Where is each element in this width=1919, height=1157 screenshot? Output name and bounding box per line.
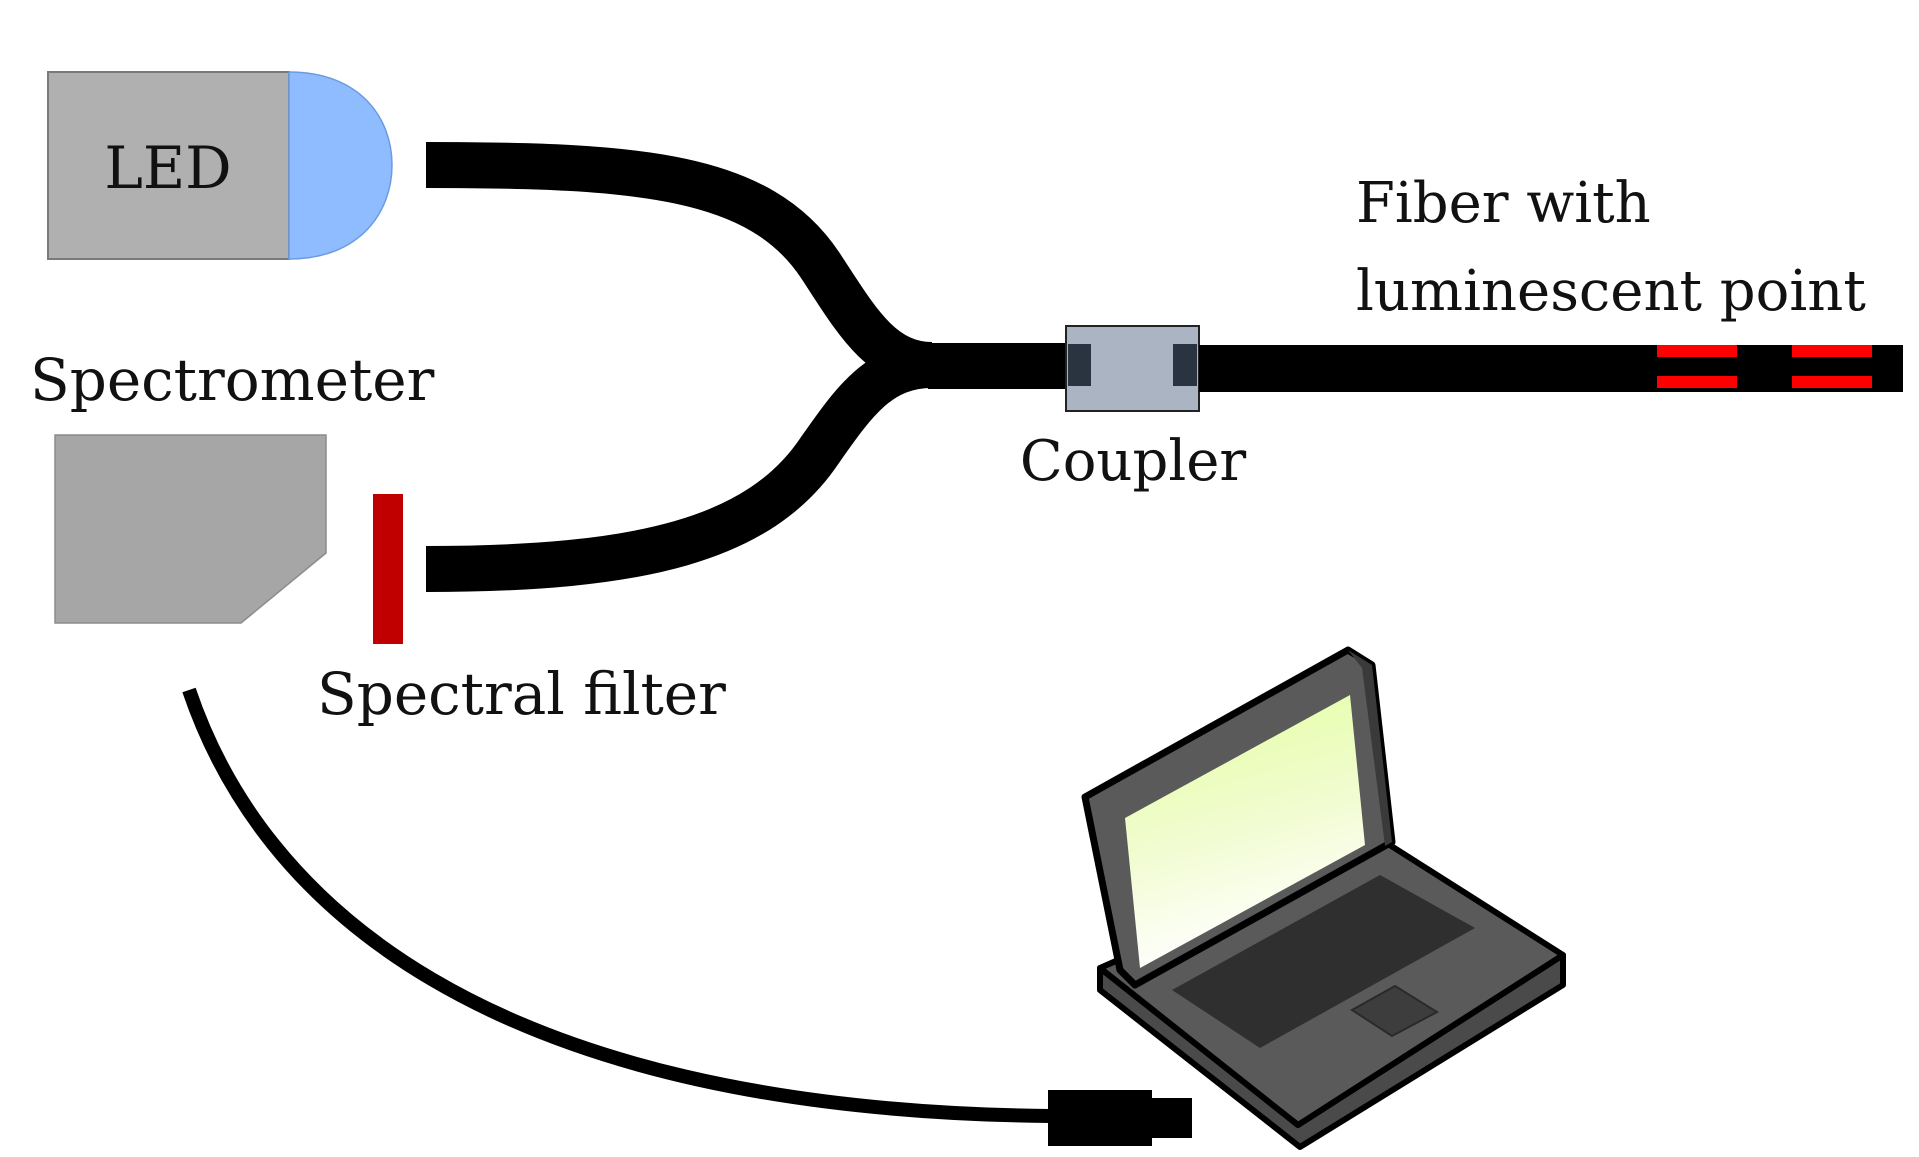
laptop-lid-edge — [1348, 650, 1392, 846]
laptop-keyboard — [1172, 875, 1475, 1048]
led-label: LED — [104, 134, 231, 202]
luminescent-point-1 — [1657, 345, 1737, 388]
coupler-port-right — [1173, 344, 1197, 386]
laptop-touchpad — [1350, 984, 1440, 1038]
spectral-filter-label: Spectral filter — [317, 660, 726, 728]
fiber-branch-upper — [425, 142, 934, 388]
bifurcated-fiber — [425, 142, 934, 592]
spectrometer-label: Spectrometer — [30, 346, 435, 414]
usb-cable — [182, 687, 1192, 1146]
usb-connector-plug — [1150, 1098, 1192, 1138]
fiber-label-line2: luminescent point — [1356, 259, 1866, 324]
led-body — [47, 71, 290, 260]
sensing-fiber-line — [1199, 345, 1903, 392]
usb-connector-body — [1048, 1090, 1152, 1146]
sensing-fiber: Fiber with luminescent point — [1199, 171, 1903, 392]
fiber-label-line1: Fiber with — [1356, 171, 1651, 236]
luminescent-point-2 — [1792, 345, 1872, 388]
fiber-coupler: Coupler — [1020, 325, 1247, 494]
spectrometer-body — [54, 434, 327, 624]
coupler-label: Coupler — [1020, 429, 1247, 494]
led-source: LED — [47, 71, 393, 260]
laptop-screen — [1125, 695, 1365, 968]
fiber-trunk — [928, 343, 1068, 389]
laptop-computer — [1081, 646, 1566, 1150]
spectrometer: Spectrometer — [30, 346, 435, 624]
coupler-port-left — [1068, 344, 1091, 386]
usb-cable-wire — [182, 687, 1051, 1123]
fiber-branch-lower — [425, 342, 934, 592]
spectral-filter: Spectral filter — [317, 494, 726, 728]
led-lens — [288, 71, 393, 260]
spectral-filter-bar — [373, 494, 403, 644]
